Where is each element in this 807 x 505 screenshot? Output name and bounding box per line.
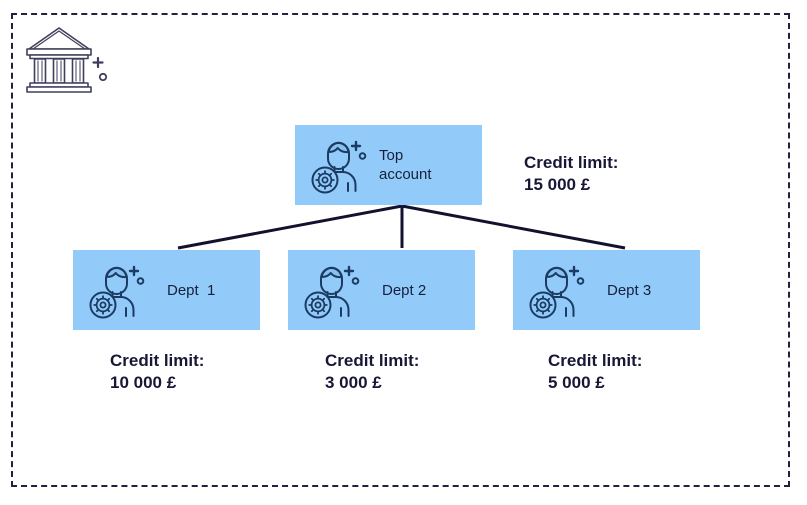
- node-top-account-label: Top account: [379, 147, 432, 183]
- user-gear-icon: [300, 259, 366, 321]
- user-gear-icon: [525, 259, 591, 321]
- node-dept-2[interactable]: Dept 2: [288, 250, 475, 330]
- node-dept-1[interactable]: Dept 1: [73, 250, 260, 330]
- user-gear-icon: [85, 259, 151, 321]
- credit-limit-caption: Credit limit:: [110, 351, 205, 370]
- node-top-account[interactable]: Top account: [295, 125, 482, 205]
- credit-limit-caption: Credit limit:: [325, 351, 420, 370]
- credit-limit-dept-3: Credit limit: 5 000 £: [548, 350, 642, 394]
- node-dept-1-label: Dept 1: [167, 281, 216, 299]
- dashed-frame-border: [11, 13, 790, 487]
- credit-limit-top-account: Credit limit: 15 000 £: [524, 152, 618, 196]
- credit-limit-amount: 5 000 £: [548, 373, 605, 392]
- credit-limit-caption: Credit limit:: [524, 153, 619, 172]
- credit-limit-amount: 3 000 £: [325, 373, 382, 392]
- node-dept-2-label: Dept 2: [382, 281, 427, 299]
- bank-icon: [24, 22, 110, 98]
- node-dept-3-label: Dept 3: [607, 281, 652, 299]
- credit-limit-amount: 15 000 £: [524, 175, 591, 194]
- credit-limit-dept-2: Credit limit: 3 000 £: [325, 350, 419, 394]
- node-dept-3[interactable]: Dept 3: [513, 250, 700, 330]
- credit-limit-dept-1: Credit limit: 10 000 £: [110, 350, 204, 394]
- credit-limit-caption: Credit limit:: [548, 351, 643, 370]
- user-gear-icon: [307, 134, 373, 196]
- credit-limit-amount: 10 000 £: [110, 373, 177, 392]
